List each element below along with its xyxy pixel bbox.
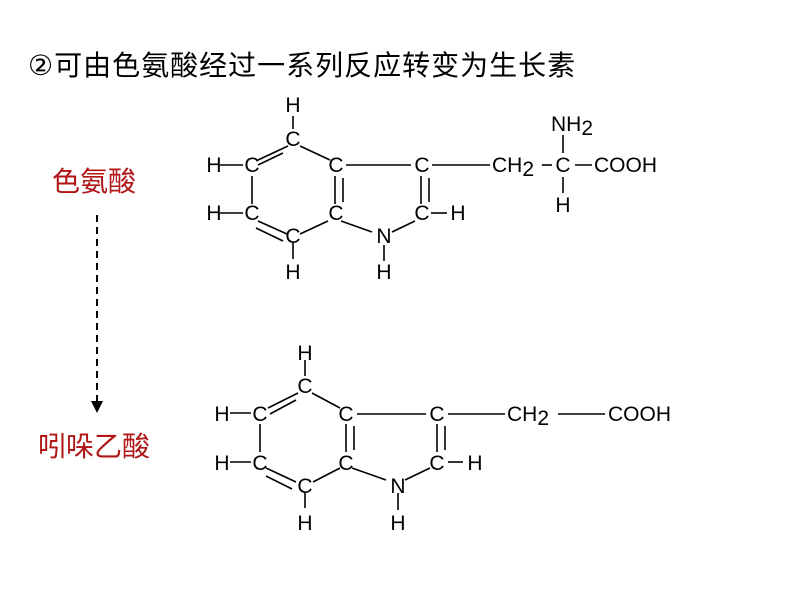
indoleacetic-acid-atom-labels: H C C C C H C C C H H C N H H CH2 COOH bbox=[214, 342, 671, 535]
atom-h: H bbox=[206, 202, 221, 225]
atom-h: H bbox=[214, 403, 229, 426]
atom-h: H bbox=[450, 202, 465, 225]
group-cooh: COOH bbox=[594, 154, 657, 177]
atom-h: H bbox=[376, 261, 391, 284]
tryptophan-label: 色氨酸 bbox=[52, 165, 137, 198]
atom-c: C bbox=[414, 202, 429, 225]
atom-c: C bbox=[555, 154, 570, 177]
atom-c: C bbox=[285, 225, 300, 248]
group-ch2: CH2 bbox=[492, 154, 534, 181]
atom-n: N bbox=[390, 475, 405, 498]
atom-h: H bbox=[214, 452, 229, 475]
atom-h: H bbox=[285, 261, 300, 284]
atom-c: C bbox=[285, 128, 300, 151]
atom-c: C bbox=[244, 154, 259, 177]
atom-h: H bbox=[467, 452, 482, 475]
indoleacetic-acid-label: 吲哚乙酸 bbox=[38, 430, 151, 463]
atom-c: C bbox=[252, 452, 267, 475]
atom-c: C bbox=[297, 375, 312, 398]
atom-h: H bbox=[390, 512, 405, 535]
atom-h: H bbox=[285, 94, 300, 117]
indoleacetic-acid-structure bbox=[230, 360, 605, 510]
atom-h: H bbox=[555, 194, 570, 217]
tryptophan-atom-labels: H C C C C H C C C H H C N H H CH2 C COOH… bbox=[206, 94, 657, 284]
atom-c: C bbox=[338, 452, 353, 475]
atom-c: C bbox=[244, 202, 259, 225]
tryptophan-structure bbox=[220, 116, 592, 261]
atom-h: H bbox=[297, 342, 312, 365]
atom-c: C bbox=[414, 154, 429, 177]
atom-c: C bbox=[328, 202, 343, 225]
atom-h: H bbox=[206, 154, 221, 177]
atom-n: N bbox=[376, 225, 391, 248]
atom-h: H bbox=[297, 512, 312, 535]
atom-c: C bbox=[338, 403, 353, 426]
atom-c: C bbox=[429, 403, 444, 426]
atom-c: C bbox=[328, 154, 343, 177]
group-ch2: CH2 bbox=[507, 403, 549, 430]
group-nh2: NH2 bbox=[551, 113, 593, 140]
atom-c: C bbox=[429, 452, 444, 475]
group-cooh: COOH bbox=[608, 403, 671, 426]
atom-c: C bbox=[252, 403, 267, 426]
atom-c: C bbox=[297, 475, 312, 498]
page-heading: ②可由色氨酸经过一系列反应转变为生长素 bbox=[28, 49, 577, 82]
reaction-arrow bbox=[91, 215, 103, 413]
